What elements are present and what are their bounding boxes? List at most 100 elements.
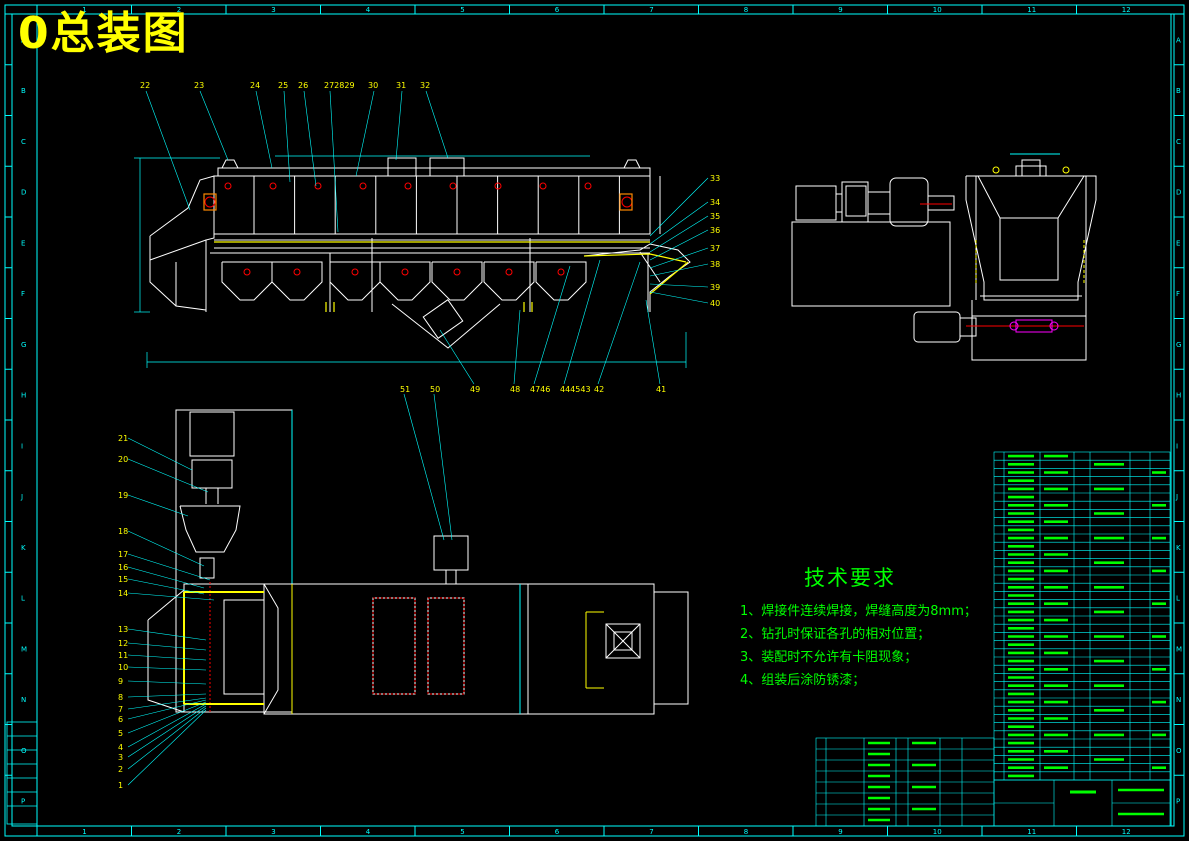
callout-left: 4 [118, 743, 123, 752]
callout-top: 24 [250, 81, 260, 90]
plan-view-accents [183, 582, 604, 714]
callout-top: 25 [278, 81, 288, 90]
callout-left: 3 [118, 753, 123, 762]
callout-top: 22 [140, 81, 150, 90]
grid-row-label-right: M [1176, 645, 1182, 653]
callout-left: 11 [118, 651, 128, 660]
grid-col-label-top: 10 [933, 6, 942, 14]
grid-col-label-bottom: 4 [366, 828, 371, 836]
grid-col-label-bottom: 9 [838, 828, 842, 836]
grid-col-label-top: 11 [1027, 6, 1036, 14]
callout-upper: 50 [430, 385, 440, 394]
callout-left: 2 [118, 765, 123, 774]
callout-left: 1 [118, 781, 123, 790]
grid-column-ticks [36, 5, 1077, 836]
grid-row-label-right: O [1176, 747, 1182, 755]
grid-col-label-top: 7 [649, 6, 653, 14]
grid-row-label-left: C [21, 138, 26, 146]
grid-row-label-right: G [1176, 341, 1181, 349]
callout-bottom: 444543 [560, 385, 591, 394]
grid-col-label-bottom: 11 [1027, 828, 1036, 836]
grid-row-label-left: E [21, 239, 25, 247]
grid-row-label-right: P [1176, 798, 1180, 806]
grid-col-label-bottom: 10 [933, 828, 942, 836]
callout-left: 20 [118, 455, 128, 464]
grid-col-label-top: 1 [82, 6, 86, 14]
callout-right: 35 [710, 212, 720, 221]
callout-bottom: 41 [656, 385, 666, 394]
callout-left: 14 [118, 589, 128, 598]
grid-col-label-bottom: 2 [177, 828, 181, 836]
grid-row-label-left: M [21, 645, 27, 653]
plan-view [147, 409, 689, 715]
requirement-item-3: 3、装配时不允许有卡阻现象； [740, 650, 918, 665]
title-block [815, 737, 1171, 827]
callout-right: 39 [710, 283, 720, 292]
callout-bottom: 42 [594, 385, 604, 394]
callout-left: 8 [118, 693, 123, 702]
grid-row-label-right: E [1176, 239, 1180, 247]
grid-row-label-right: C [1176, 138, 1181, 146]
requirements-heading: 技术要求 [804, 566, 896, 590]
grid-row-label-right: I [1176, 442, 1178, 450]
grid-col-label-bottom: 7 [649, 828, 653, 836]
grid-row-label-left: J [20, 493, 23, 501]
callout-left: 18 [118, 527, 128, 536]
grid-row-label-left: B [21, 87, 26, 95]
grid-row-label-left: G [21, 341, 26, 349]
technical-requirements: 技术要求 1、焊接件连续焊接，焊缝高度为8mm； 2、钻孔时保证各孔的相对位置；… [740, 562, 977, 692]
callout-upper: 51 [400, 385, 410, 394]
grid-row-label-left: I [21, 442, 23, 450]
requirement-item-1: 1、焊接件连续焊接，焊缝高度为8mm； [740, 604, 977, 619]
grid-col-label-top: 8 [744, 6, 748, 14]
grid-col-label-top: 2 [177, 6, 181, 14]
grid-col-label-top: 12 [1122, 6, 1131, 14]
callout-left: 13 [118, 625, 128, 634]
grid-row-label-left: A [21, 36, 26, 44]
callout-left: 6 [118, 715, 123, 724]
callout-right: 40 [710, 299, 720, 308]
callout-left: 12 [118, 639, 128, 648]
grid-row-label-left: N [21, 696, 26, 704]
callout-right: 33 [710, 174, 720, 183]
callout-top: 272829 [324, 81, 355, 90]
callout-left: 5 [118, 729, 123, 738]
grid-row-label-left: K [21, 544, 26, 552]
callout-right: 34 [710, 198, 720, 207]
callout-bottom: 48 [510, 385, 520, 394]
callout-top: 30 [368, 81, 378, 90]
grid-row-label-left: F [21, 290, 25, 298]
grid-col-label-bottom: 5 [460, 828, 464, 836]
callout-left: 19 [118, 491, 128, 500]
side-view-accents [845, 153, 1085, 333]
front-view [134, 155, 691, 368]
callout-bottom: 49 [470, 385, 480, 394]
grid-col-label-top: 3 [271, 6, 275, 14]
grid-row-label-right: K [1176, 544, 1181, 552]
callout-top: 23 [194, 81, 204, 90]
grid-col-label-top: 9 [838, 6, 842, 14]
callout-leaders [127, 90, 709, 786]
grid-row-label-right: A [1176, 36, 1181, 44]
grid-row-label-right: J [1175, 493, 1178, 501]
grid-row-label-left: H [21, 392, 26, 400]
grid-row-label-left: L [21, 595, 25, 603]
front-view-ports [204, 182, 633, 276]
grid-row-label-right: B [1176, 87, 1181, 95]
callout-left: 7 [118, 705, 123, 714]
grid-row-label-left: D [21, 189, 26, 197]
grid-row-label-right: L [1176, 595, 1180, 603]
callout-top: 31 [396, 81, 406, 90]
front-view-hidden-lines [203, 193, 689, 312]
drawing-title: 0总装图 [18, 8, 189, 59]
grid-row-label-right: H [1176, 392, 1181, 400]
grid-row-label-right: F [1176, 290, 1180, 298]
callout-left: 15 [118, 575, 128, 584]
callout-right: 37 [710, 244, 720, 253]
grid-col-label-bottom: 6 [555, 828, 560, 836]
parts-list-table [993, 451, 1171, 781]
grid-row-label-right: N [1176, 696, 1181, 704]
callout-left: 10 [118, 663, 128, 672]
